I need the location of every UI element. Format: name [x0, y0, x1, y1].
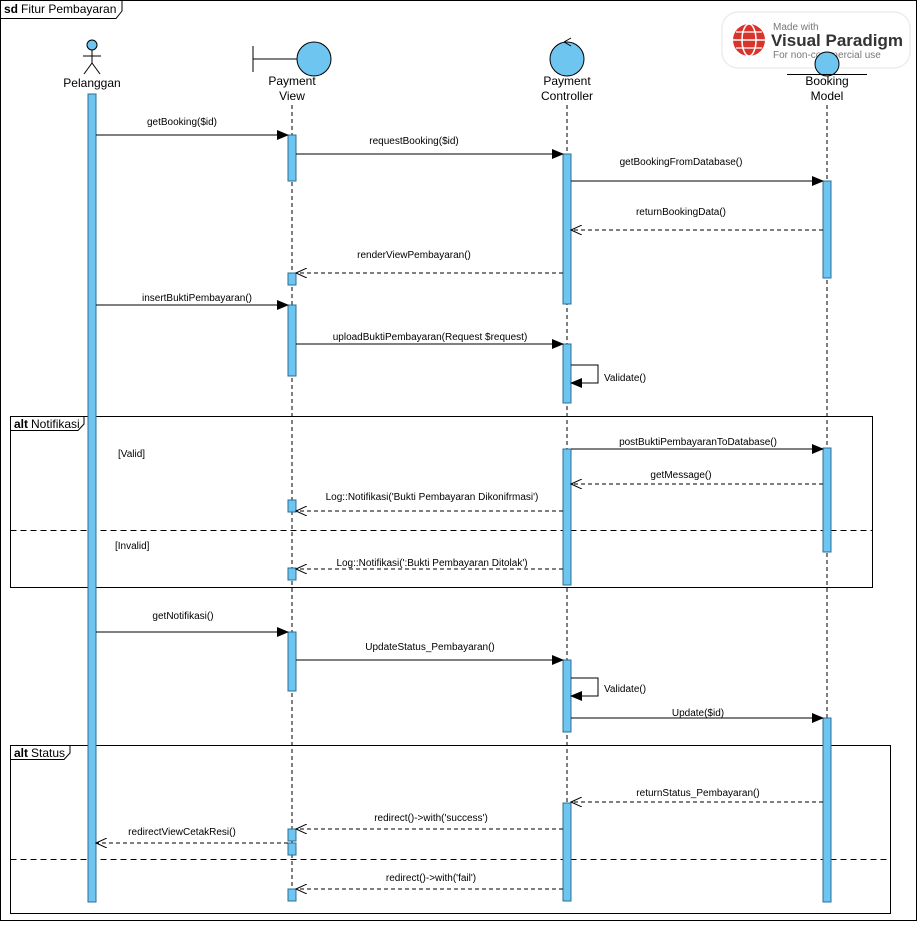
activation-model [822, 180, 832, 279]
message-getnotifikasi: getNotifikasi() [96, 611, 289, 637]
message-label: uploadBuktiPembayaran(Request $request) [333, 332, 528, 343]
message-validate-self: Validate() [570, 364, 646, 388]
boundary-icon [252, 41, 332, 77]
activation-view [287, 631, 297, 692]
watermark-line2: Visual Paradigm [771, 31, 903, 50]
message-label: Log::Notifikasi('Bukti Pembayaran Dikoni… [326, 492, 539, 503]
message-updatestatus-pembayaran: UpdateStatus_Pembayaran() [296, 642, 564, 665]
lifeline-label-pelanggan: Pelanggan [63, 76, 120, 90]
message-label: redirect()->with('fail') [386, 873, 476, 884]
activation-controller [562, 659, 572, 733]
message-label: requestBooking($id) [369, 136, 459, 147]
message-label: UpdateStatus_Pembayaran() [365, 642, 495, 653]
message-label: Log::Notifikasi(':Bukti Pembayaran Ditol… [336, 558, 527, 569]
lifeline-label-model-line2: Model [811, 89, 844, 103]
activation-view [287, 304, 297, 377]
control-icon [549, 37, 585, 77]
activation-controller [562, 448, 572, 586]
message-update: Update($id) [571, 708, 824, 723]
entity-icon [787, 51, 867, 77]
activation-controller [562, 802, 572, 902]
message-returnstatus-pembayaran: returnStatus_Pembayaran() [571, 788, 823, 802]
message-label: returnStatus_Pembayaran() [636, 788, 759, 799]
message-renderviewpembayaran: renderViewPembayaran() [296, 250, 563, 273]
message-label: Validate() [604, 684, 646, 695]
fragment-keyword: alt [14, 417, 28, 431]
message-label: getNotifikasi() [152, 611, 213, 622]
activation-model [822, 447, 832, 553]
activation-view [287, 134, 297, 182]
message-label: postBuktiPembayaranToDatabase() [619, 437, 777, 448]
message-label: returnBookingData() [636, 207, 726, 218]
fragment-keyword: alt [14, 746, 28, 760]
fragment-name: Status [31, 746, 65, 760]
message-insertbuktipembayaran: insertBuktiPembayaran() [96, 293, 289, 310]
globe-icon [733, 23, 765, 57]
activation-view [287, 272, 297, 286]
message-label: getBookingFromDatabase() [620, 157, 743, 168]
activation-model [822, 717, 832, 903]
lifeline-label-view-line2: View [279, 89, 305, 103]
message-label: Validate() [604, 373, 646, 384]
message-validate-self-2: Validate() [570, 677, 646, 701]
message-label: redirect()->with('success') [374, 813, 488, 824]
message-label: Update($id) [672, 708, 724, 719]
watermark-line1: Made with [773, 22, 819, 33]
frame-keyword: sd [4, 2, 18, 16]
message-label: getMessage() [650, 470, 711, 481]
message-redirect-fail: redirect()->with('fail') [296, 873, 563, 889]
activation-view [287, 499, 297, 513]
activation-controller [562, 153, 572, 305]
message-redirectviewcetakresi: redirectViewCetakResi() [96, 827, 288, 843]
message-requestbooking: requestBooking($id) [296, 136, 564, 159]
fragment-name: Notifikasi [31, 417, 80, 431]
activation-view [287, 888, 297, 902]
guard-valid: [Valid] [118, 449, 145, 460]
message-label: insertBuktiPembayaran() [142, 293, 252, 304]
message-log-ditolak: Log::Notifikasi(':Bukti Pembayaran Ditol… [296, 558, 563, 569]
message-getmessage: getMessage() [571, 470, 823, 484]
lifeline-label-controller-line1: Payment [543, 74, 591, 88]
frame-name: Fitur Pembayaran [21, 2, 116, 16]
message-redirect-success: redirect()->with('success') [296, 813, 563, 829]
activation-view [287, 842, 297, 856]
actor-figure [83, 39, 101, 75]
message-getbooking: getBooking($id) [96, 117, 289, 140]
frame-tab [0, 0, 123, 19]
message-returnbookingdata: returnBookingData() [571, 207, 823, 230]
lifeline-label-model-line1: Booking [805, 74, 848, 88]
message-log-dikonfirmasi: Log::Notifikasi('Bukti Pembayaran Dikoni… [296, 492, 563, 511]
message-label: getBooking($id) [147, 117, 217, 128]
message-getbookingfromdatabase: getBookingFromDatabase() [571, 157, 824, 186]
activation-pelanggan [87, 93, 97, 903]
lifeline-label-view-line1: Payment [268, 74, 316, 88]
lifeline-label-controller-line2: Controller [541, 89, 593, 103]
activation-view [287, 828, 297, 842]
message-postbuktipembayarantodatabase: postBuktiPembayaranToDatabase() [571, 437, 824, 454]
guard-invalid: [Invalid] [115, 541, 150, 552]
activation-controller [562, 343, 572, 404]
activation-bars [87, 93, 832, 903]
message-uploadbuktipembayaran: uploadBuktiPembayaran(Request $request) [296, 332, 564, 349]
message-label: renderViewPembayaran() [357, 250, 471, 261]
message-label: redirectViewCetakResi() [128, 827, 236, 838]
activation-view [287, 567, 297, 581]
